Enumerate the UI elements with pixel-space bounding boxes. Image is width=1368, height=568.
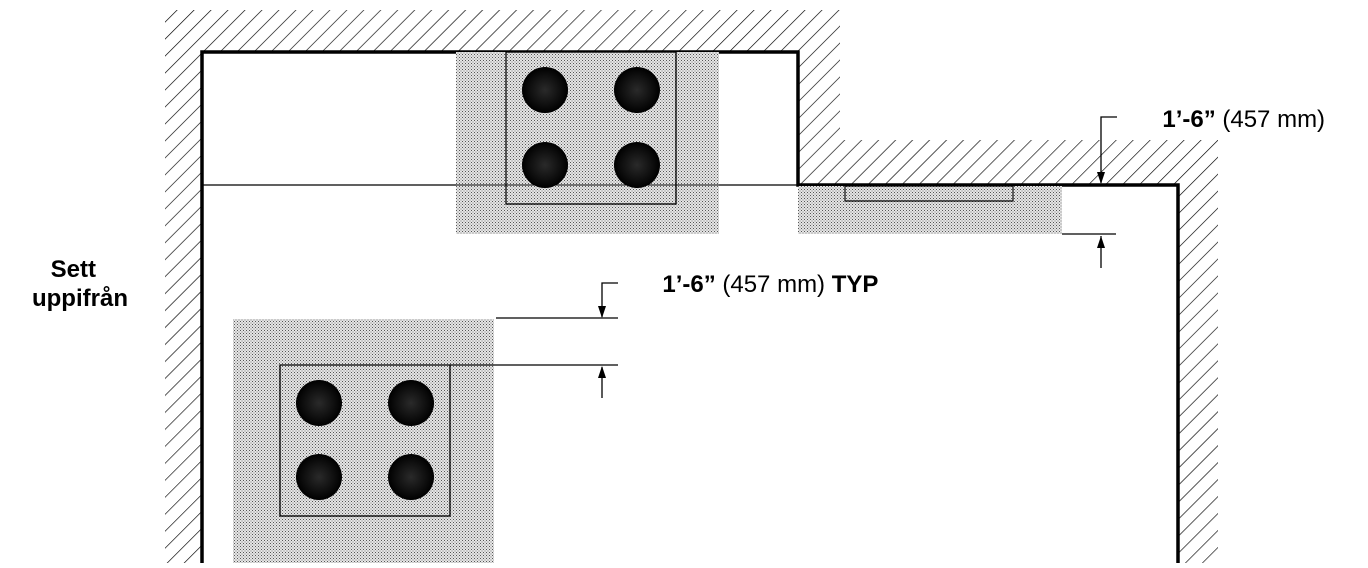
appliance-right-outline [844,185,1014,202]
dimension-top-metric: (457 mm) [1216,106,1325,133]
view-label: Sett uppifrån [0,0,148,312]
dimension-typ-suffix: TYP [832,271,879,298]
wall-outline [200,50,1180,563]
dimension-top-right [1062,116,1117,268]
dimension-arrowhead [1097,172,1105,184]
burner [614,142,660,188]
wall-hatch [165,10,1218,563]
burner [522,142,568,188]
burner [296,380,342,426]
dimension-typ-value: 1’-6” [662,271,715,298]
clearance-zone-lower-cooktop [233,319,494,563]
burners-top [522,67,660,188]
burner [614,67,660,113]
burner [522,67,568,113]
dimension-arrowhead [1097,236,1105,248]
burner [388,380,434,426]
dimension-top-value: 1’-6” [1162,106,1215,133]
view-label-line1: Sett [51,256,96,283]
cooktop-top [505,51,677,205]
dimension-typ-label: 1’-6” (457 mm) TYP [629,271,898,298]
clearance-zone-right [798,186,1062,234]
view-label-line2: uppifrån [32,285,128,312]
dimension-arrowhead [598,366,606,378]
burner [296,454,342,500]
burners-lower [296,380,434,500]
dimension-arrowhead [598,306,606,318]
burner [388,454,434,500]
dimension-top-label: 1’-6” (457 mm) [1129,106,1345,133]
dimension-typ-metric: (457 mm) [716,271,832,298]
clearance-zone-top-cooktop [456,52,719,234]
cooktop-lower [279,364,451,517]
